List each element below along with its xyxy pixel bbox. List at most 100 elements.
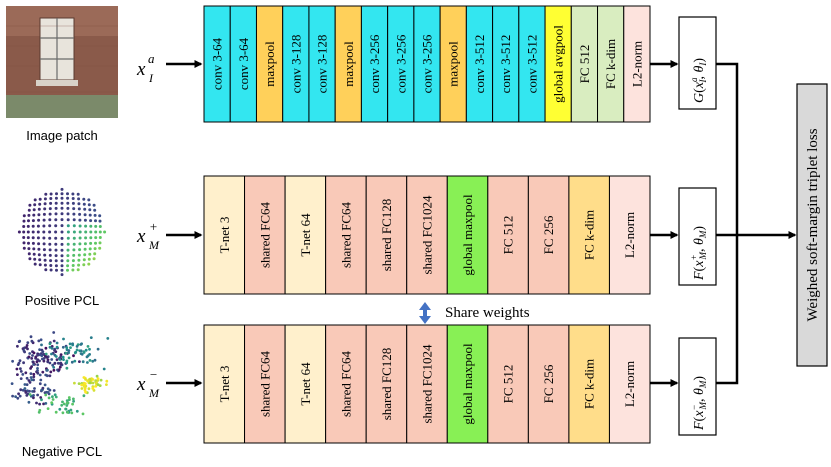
svg-text:F(x−M, θM): F(x−M, θM)	[689, 376, 708, 431]
positive-input-symbol: x + M	[136, 219, 160, 252]
layer-label: conv 3-256	[367, 34, 382, 93]
layer-label: FC k-dim	[603, 39, 618, 89]
negative-layer: T-net 3	[203, 324, 246, 444]
positive-layer: shared FC64	[244, 175, 286, 295]
negative-layer: global maxpool	[446, 324, 489, 444]
image-layer: maxpool	[334, 5, 362, 123]
layer-label: global maxpool	[460, 194, 475, 276]
layer-label: conv 3-64	[236, 37, 251, 90]
image-input-symbol: x a I	[136, 51, 155, 85]
layer-box	[527, 175, 570, 295]
layer-box	[623, 5, 651, 123]
layer-label: conv 3-512	[472, 35, 487, 94]
svg-text:x: x	[136, 59, 146, 80]
share-weights-arrow	[419, 302, 431, 324]
negative-pcl-caption: Negative PCL	[22, 444, 102, 459]
image-layer: conv 3-512	[518, 5, 546, 123]
layer-label: FC 256	[541, 364, 556, 403]
image-patch-thumbnail	[6, 6, 118, 118]
image-layer: maxpool	[255, 5, 284, 123]
image-layer: conv 3-64	[229, 5, 257, 123]
image-layer: L2-norm	[623, 5, 651, 123]
image-patch-caption: Image patch	[26, 128, 98, 143]
negative-layer: FC 512	[487, 324, 529, 444]
layer-label: conv 3-512	[524, 35, 539, 94]
svg-text:+: +	[149, 219, 158, 234]
layer-label: T-net 64	[298, 362, 313, 406]
layer-box	[365, 175, 408, 295]
positive-layer: shared FC128	[365, 175, 408, 295]
svg-text:I: I	[148, 71, 154, 85]
svg-text:−: −	[149, 367, 158, 382]
layer-box	[284, 324, 327, 444]
layer-label: FC 256	[541, 215, 556, 254]
layer-label: conv 3-512	[498, 35, 513, 94]
negative-layer: shared FC64	[325, 324, 367, 444]
positive-layer: FC 512	[487, 175, 529, 295]
loss-connector-lines	[716, 62, 739, 385]
image-layer: FC k-dim	[597, 5, 625, 123]
negative-layer: shared FC64	[244, 324, 286, 444]
negative-layer: L2-norm	[608, 324, 651, 444]
image-layer: maxpool	[439, 5, 467, 123]
layer-label: shared FC128	[379, 199, 394, 272]
negative-output-box: F(x−M, θM)	[678, 337, 717, 436]
layer-label: T-net 3	[217, 366, 232, 403]
image-layer: conv 3-128	[308, 5, 336, 123]
layer-label: shared FC1024	[420, 195, 435, 275]
layer-label: shared FC64	[338, 350, 353, 417]
positive-layer: shared FC64	[325, 175, 367, 295]
image-layer: conv 3-512	[492, 5, 520, 123]
layer-box	[518, 5, 546, 123]
layer-box	[487, 324, 529, 444]
image-layer: conv 3-128	[282, 5, 310, 123]
svg-text:G(xaI, θI): G(xaI, θI)	[689, 58, 708, 103]
layer-label: L2-norm	[629, 41, 644, 87]
positive-output-box: F(x+M, θM)	[678, 187, 717, 286]
positive-point-cloud-thumbnail	[17, 187, 107, 277]
layer-label: conv 3-256	[420, 34, 435, 93]
negative-point-cloud-thumbnail	[10, 331, 110, 416]
svg-text:a: a	[148, 51, 155, 66]
layer-label: FC k-dim	[582, 359, 597, 409]
layer-label: shared FC64	[338, 201, 353, 268]
svg-text:Weighed soft-margin triplet lo: Weighed soft-margin triplet loss	[805, 128, 821, 321]
layer-label: conv 3-128	[315, 35, 330, 94]
layer-label: conv 3-64	[210, 37, 225, 90]
layer-box	[203, 324, 246, 444]
image-layer: FC 512	[570, 5, 599, 123]
negative-layer: FC 256	[527, 324, 570, 444]
layer-label: T-net 3	[217, 217, 232, 254]
layer-box	[255, 5, 284, 123]
svg-text:x: x	[136, 374, 146, 395]
layer-label: global avgpool	[551, 25, 566, 103]
positive-layer: FC k-dim	[568, 175, 610, 295]
negative-layer: T-net 64	[284, 324, 327, 444]
negative-layer: shared FC128	[365, 324, 408, 444]
layer-label: FC 512	[501, 216, 516, 255]
negative-layer: shared FC1024	[406, 324, 448, 444]
layer-box	[487, 175, 529, 295]
positive-layer: T-net 64	[284, 175, 327, 295]
layer-box	[308, 5, 336, 123]
layer-box	[413, 5, 441, 123]
negative-network-layers: T-net 3 shared FC64 T-net 64 shared FC64 sha…	[203, 324, 651, 444]
layer-label: shared FC64	[257, 350, 272, 417]
positive-layer: global maxpool	[446, 175, 489, 295]
layer-label: shared FC1024	[420, 344, 435, 424]
image-layer: conv 3-256	[360, 5, 389, 123]
layer-label: L2-norm	[622, 212, 637, 258]
layer-label: shared FC64	[257, 201, 272, 268]
positive-layer: FC 256	[527, 175, 570, 295]
layer-box	[568, 175, 610, 295]
positive-layer: T-net 3	[203, 175, 246, 295]
layer-label: global maxpool	[460, 343, 475, 425]
share-weights-label: Share weights	[445, 305, 530, 321]
svg-text:x: x	[136, 226, 146, 247]
layer-label: conv 3-256	[393, 34, 408, 93]
layer-label: shared FC128	[379, 348, 394, 421]
negative-input-symbol: x − M	[136, 367, 160, 400]
positive-network-layers: T-net 3 shared FC64 T-net 64 shared FC64 sha…	[203, 175, 651, 295]
